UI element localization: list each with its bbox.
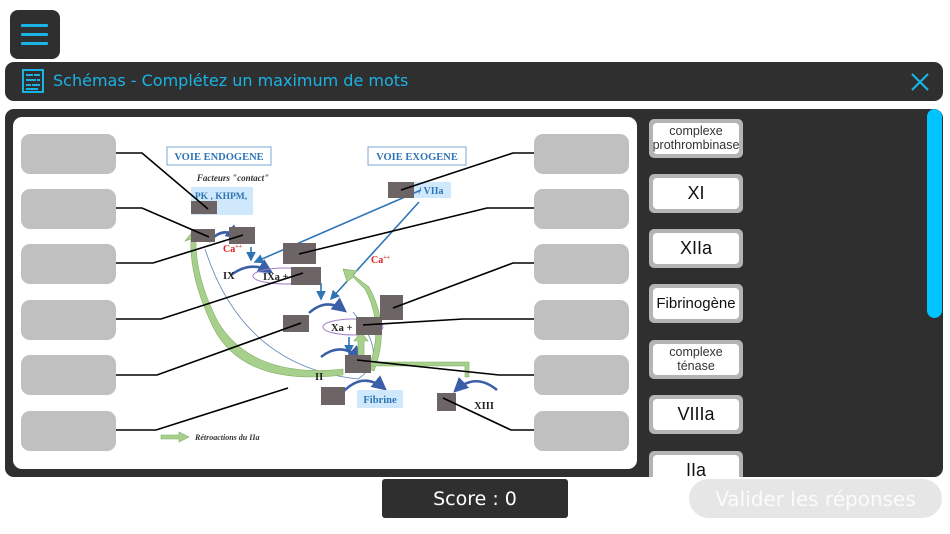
answer-slot-left-5[interactable] bbox=[21, 355, 116, 395]
leader-line bbox=[400, 152, 535, 191]
voie-endogene-box bbox=[166, 146, 272, 166]
blank-box[interactable] bbox=[291, 267, 321, 285]
legend-retroactions-label: Rétroactions du IIa bbox=[194, 433, 259, 442]
blank-box[interactable] bbox=[345, 355, 371, 373]
leader-line bbox=[116, 234, 244, 264]
voie-exogene-box bbox=[367, 146, 467, 166]
answer-slot-left-3[interactable] bbox=[21, 244, 116, 284]
answer-slot-left-1[interactable] bbox=[21, 134, 116, 174]
leader-line bbox=[116, 272, 304, 320]
answer-slot-right-6[interactable] bbox=[534, 411, 629, 451]
viia-box bbox=[409, 182, 451, 198]
answer-slot-left-4[interactable] bbox=[21, 300, 116, 340]
arrow-viia-ix bbox=[253, 189, 422, 264]
title-separator: - bbox=[125, 71, 142, 90]
exercise-panel: VOIE ENDOGENE VOIE EXOGENE Facteurs "con… bbox=[5, 109, 943, 477]
blank-box[interactable] bbox=[380, 295, 403, 320]
blank-box[interactable] bbox=[437, 393, 456, 411]
leader-line bbox=[116, 207, 210, 238]
blank-box[interactable] bbox=[191, 201, 217, 214]
word-chip[interactable]: Fibrinogène bbox=[649, 284, 743, 323]
arrow-xiii bbox=[453, 376, 498, 393]
legend-green-arrow-icon bbox=[160, 431, 190, 443]
schema-document-icon bbox=[22, 69, 44, 93]
answer-slot-right-3[interactable] bbox=[534, 244, 629, 284]
answer-slot-right-5[interactable] bbox=[534, 355, 629, 395]
leader-line bbox=[116, 387, 289, 431]
arrow-ix bbox=[230, 259, 274, 277]
blank-box[interactable] bbox=[321, 387, 345, 405]
word-chip-label: XI bbox=[653, 178, 739, 209]
page-title: Schémas - Complétez un maximum de mots bbox=[53, 71, 408, 90]
facteurs-contact-label: Facteurs "contact" bbox=[196, 173, 269, 183]
score-display: Score : 0 bbox=[382, 479, 568, 518]
word-chip-label: Fibrinogène bbox=[653, 288, 739, 319]
ixa-label: IXa + bbox=[263, 272, 289, 283]
viia-label: / VIIa bbox=[417, 186, 443, 197]
ii-label: II bbox=[315, 372, 323, 383]
title-bar: Schémas - Complétez un maximum de mots bbox=[5, 62, 943, 101]
arrow-x bbox=[308, 297, 347, 314]
word-chip-label: IIa bbox=[653, 455, 739, 477]
word-chip[interactable]: IIa bbox=[649, 451, 743, 477]
hamburger-menu-icon-bar bbox=[21, 33, 48, 36]
leader-line bbox=[116, 322, 302, 376]
coagulation-diagram: VOIE ENDOGENE VOIE EXOGENE Facteurs "con… bbox=[116, 146, 535, 443]
xiii-label: XIII bbox=[474, 401, 494, 412]
pk-khpm-label: PK , KHPM, bbox=[195, 192, 248, 202]
arrow-viia-x bbox=[329, 201, 420, 301]
blank-placeholders bbox=[191, 182, 456, 411]
answer-slot-right-1[interactable] bbox=[534, 134, 629, 174]
word-chip[interactable]: XIIa bbox=[649, 229, 743, 268]
diagram-card: VOIE ENDOGENE VOIE EXOGENE Facteurs "con… bbox=[13, 117, 637, 469]
answer-slot-right-2[interactable] bbox=[534, 189, 629, 229]
ix-label: IX bbox=[223, 271, 235, 282]
leader-line bbox=[298, 207, 535, 255]
fibrine-box bbox=[357, 390, 403, 408]
answer-slot-left-2[interactable] bbox=[21, 189, 116, 229]
xa-label: Xa + bbox=[331, 323, 352, 334]
blank-box[interactable] bbox=[356, 317, 382, 335]
word-chip-label: VIIIa bbox=[653, 399, 739, 430]
title-subtitle: Complétez un maximum de mots bbox=[141, 71, 409, 90]
ca-label-2: Ca++ bbox=[371, 255, 391, 266]
fibrine-label: Fibrine bbox=[363, 395, 397, 406]
leader-lines bbox=[116, 152, 535, 431]
arrow-fibrinogen bbox=[342, 375, 387, 393]
word-chip[interactable]: XI bbox=[649, 174, 743, 213]
answer-slot-right-4[interactable] bbox=[534, 300, 629, 340]
voie-exogene-label: VOIE EXOGENE bbox=[376, 152, 458, 163]
close-icon[interactable] bbox=[909, 71, 931, 93]
title-main: Schémas bbox=[53, 71, 126, 90]
leader-line bbox=[392, 262, 535, 309]
xa-ellipse bbox=[322, 318, 384, 336]
leader-line bbox=[442, 397, 535, 431]
voie-endogene-label: VOIE ENDOGENE bbox=[174, 152, 263, 163]
leader-line bbox=[362, 318, 535, 326]
leader-line bbox=[356, 359, 535, 376]
blank-box[interactable] bbox=[283, 315, 309, 332]
word-chip[interactable]: VIIIa bbox=[649, 395, 743, 434]
answer-slot-left-6[interactable] bbox=[21, 411, 116, 451]
word-chip-label: XIIa bbox=[653, 233, 739, 264]
word-bank-scrollbar[interactable] bbox=[927, 109, 942, 318]
leader-line bbox=[116, 152, 209, 210]
menu-button[interactable] bbox=[10, 10, 60, 59]
hamburger-menu-icon bbox=[21, 24, 48, 27]
validate-answers-button[interactable]: Valider les réponses bbox=[689, 479, 942, 518]
hamburger-menu-icon-bar bbox=[21, 42, 48, 45]
ca-label-1: Ca++ bbox=[223, 244, 243, 255]
